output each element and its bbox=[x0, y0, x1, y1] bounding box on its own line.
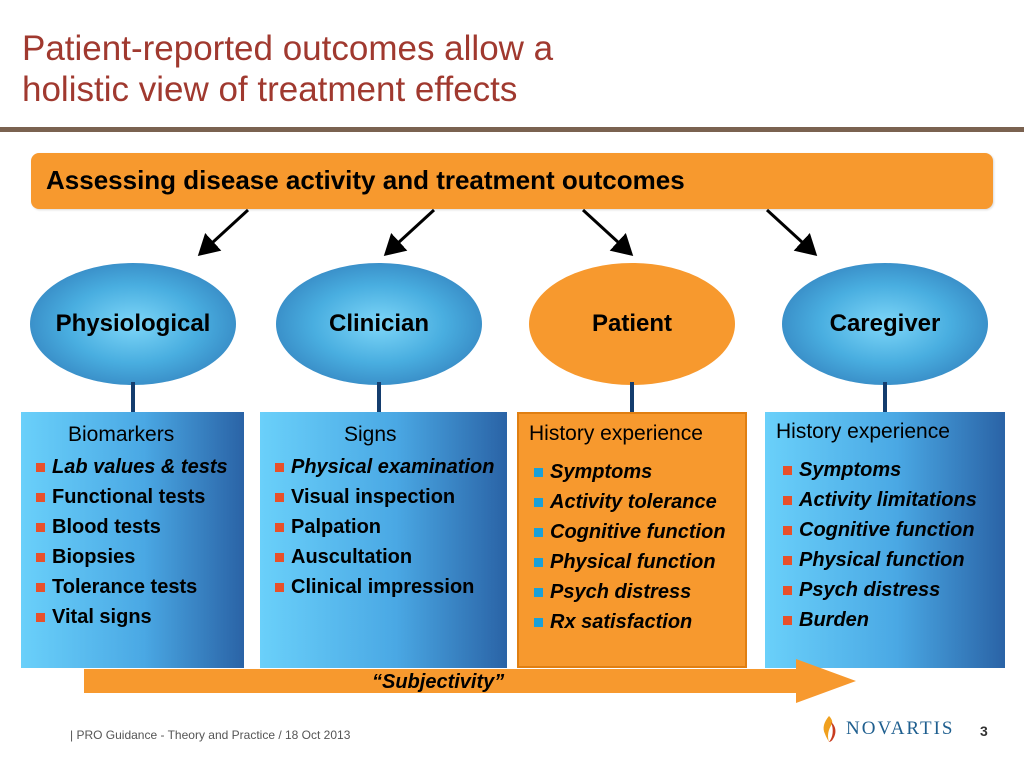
footer-text: | PRO Guidance - Theory and Practice / 1… bbox=[70, 728, 351, 742]
novartis-logo: NOVARTIS bbox=[818, 714, 954, 744]
square-bullet-icon bbox=[275, 583, 284, 592]
square-bullet-icon bbox=[783, 496, 792, 505]
oval-label: Caregiver bbox=[829, 310, 941, 337]
box-heading: History experience bbox=[529, 422, 703, 445]
list-item: Tolerance tests bbox=[35, 572, 228, 602]
box-signs: Signs Physical examination Visual inspec… bbox=[260, 412, 507, 668]
square-bullet-icon bbox=[534, 588, 543, 597]
caregiver-history-list: Symptoms Activity limitations Cognitive … bbox=[782, 455, 977, 635]
square-bullet-icon bbox=[783, 466, 792, 475]
arrow-to-clinician bbox=[383, 208, 436, 257]
list-item: Physical examination bbox=[274, 452, 494, 482]
page-number: 3 bbox=[980, 723, 988, 739]
list-item: Activity tolerance bbox=[533, 487, 726, 517]
square-bullet-icon bbox=[275, 463, 284, 472]
novartis-flame-icon bbox=[823, 716, 836, 742]
list-item: Cognitive function bbox=[782, 515, 977, 545]
square-bullet-icon bbox=[534, 468, 543, 477]
square-bullet-icon bbox=[534, 528, 543, 537]
square-bullet-icon bbox=[275, 523, 284, 532]
square-bullet-icon bbox=[36, 463, 45, 472]
box-caregiver-history: History experience Symptoms Activity lim… bbox=[765, 412, 1005, 668]
list-item: Symptoms bbox=[782, 455, 977, 485]
title-line-1: Patient-reported outcomes allow a bbox=[22, 29, 554, 68]
oval-label: Clinician bbox=[328, 310, 430, 337]
list-item: Clinical impression bbox=[274, 572, 494, 602]
oval-caregiver: Caregiver bbox=[782, 263, 988, 385]
signs-list: Physical examination Visual inspection P… bbox=[274, 452, 494, 602]
square-bullet-icon bbox=[783, 586, 792, 595]
square-bullet-icon bbox=[36, 523, 45, 532]
biomarkers-list: Lab values & tests Functional tests Bloo… bbox=[35, 452, 228, 632]
list-item: Biopsies bbox=[35, 542, 228, 572]
square-bullet-icon bbox=[783, 616, 792, 625]
box-heading: Signs bbox=[344, 423, 397, 446]
list-item: Visual inspection bbox=[274, 482, 494, 512]
logo-text: NOVARTIS bbox=[846, 718, 955, 739]
oval-label: Patient bbox=[591, 310, 672, 337]
list-item: Vital signs bbox=[35, 602, 228, 632]
list-item: Burden bbox=[782, 605, 977, 635]
box-heading: Biomarkers bbox=[68, 423, 175, 446]
square-bullet-icon bbox=[534, 558, 543, 567]
subjectivity-label: “Subjectivity” bbox=[372, 671, 505, 693]
stem-clinician bbox=[377, 382, 381, 412]
list-item: Rx satisfaction bbox=[533, 607, 726, 637]
list-item: Lab values & tests bbox=[35, 452, 228, 482]
arrow-to-physiological bbox=[197, 208, 250, 257]
square-bullet-icon bbox=[534, 618, 543, 627]
list-item: Psych distress bbox=[533, 577, 726, 607]
box-patient-history: History experience Symptoms Activity tol… bbox=[517, 412, 747, 668]
list-item: Blood tests bbox=[35, 512, 228, 542]
box-heading: History experience bbox=[776, 420, 950, 443]
list-item: Physical function bbox=[782, 545, 977, 575]
list-item: Palpation bbox=[274, 512, 494, 542]
slide-title: Patient-reported outcomes allow a holist… bbox=[22, 28, 782, 110]
banner-text: Assessing disease activity and treatment… bbox=[46, 165, 685, 195]
square-bullet-icon bbox=[783, 556, 792, 565]
list-item: Psych distress bbox=[782, 575, 977, 605]
list-item: Cognitive function bbox=[533, 517, 726, 547]
box-biomarkers: Biomarkers Lab values & tests Functional… bbox=[21, 412, 244, 668]
title-line-2: holistic view of treatment effects bbox=[22, 70, 518, 109]
banner: Assessing disease activity and treatment… bbox=[31, 153, 993, 209]
list-item: Auscultation bbox=[274, 542, 494, 572]
square-bullet-icon bbox=[275, 553, 284, 562]
square-bullet-icon bbox=[534, 498, 543, 507]
square-bullet-icon bbox=[275, 493, 284, 502]
oval-clinician: Clinician bbox=[276, 263, 482, 385]
list-item: Functional tests bbox=[35, 482, 228, 512]
arrow-to-patient bbox=[581, 208, 634, 257]
arrow-to-caregiver bbox=[765, 208, 818, 257]
square-bullet-icon bbox=[36, 613, 45, 622]
list-item: Activity limitations bbox=[782, 485, 977, 515]
stem-caregiver bbox=[883, 382, 887, 412]
oval-label: Physiological bbox=[55, 310, 211, 337]
square-bullet-icon bbox=[783, 526, 792, 535]
oval-physiological: Physiological bbox=[30, 263, 236, 385]
patient-history-list: Symptoms Activity tolerance Cognitive fu… bbox=[533, 457, 726, 637]
stem-patient bbox=[630, 382, 634, 412]
list-item: Physical function bbox=[533, 547, 726, 577]
list-item: Symptoms bbox=[533, 457, 726, 487]
square-bullet-icon bbox=[36, 583, 45, 592]
oval-patient: Patient bbox=[529, 263, 735, 385]
title-divider bbox=[0, 127, 1024, 132]
stem-physiological bbox=[131, 382, 135, 412]
square-bullet-icon bbox=[36, 553, 45, 562]
square-bullet-icon bbox=[36, 493, 45, 502]
